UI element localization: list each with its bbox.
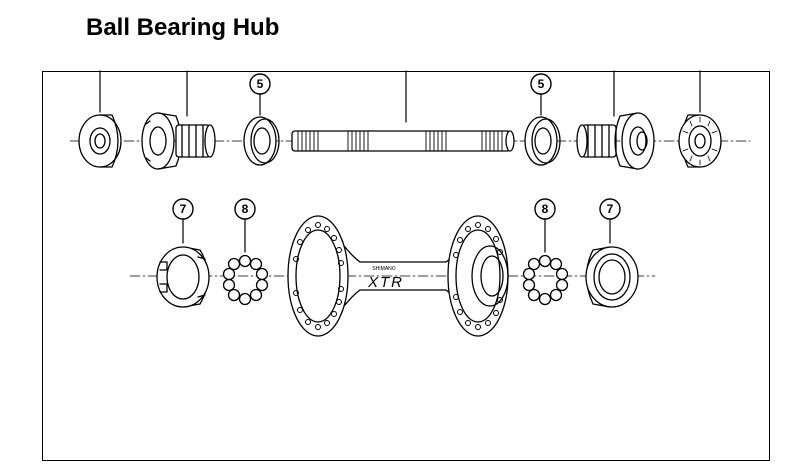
callout-7-left: 7 xyxy=(180,202,187,216)
diagram-title: Ball Bearing Hub xyxy=(86,14,280,41)
left-ball-retainer-cup xyxy=(156,246,210,308)
right-seal-washer xyxy=(524,116,561,166)
right-ball-retainer-cup xyxy=(585,246,639,308)
hub-brand-marking: SHIMANO XTR xyxy=(367,266,404,291)
brand-large-text: XTR xyxy=(367,274,404,291)
callout-5-left: 5 xyxy=(257,77,264,91)
brand-small-text: SHIMANO xyxy=(372,266,395,272)
callout-circles xyxy=(172,73,621,220)
left-lock-nut xyxy=(78,114,122,168)
right-flange-spoke-holes xyxy=(453,222,503,330)
right-lock-nut xyxy=(678,114,722,168)
right-ball-bearings xyxy=(522,254,569,306)
callout-labels: 5 5 7 8 8 7 xyxy=(180,77,614,216)
hub-shell xyxy=(287,215,509,337)
left-ball-bearings xyxy=(222,254,269,306)
right-cone-assembly xyxy=(576,112,655,170)
callout-8-left: 8 xyxy=(242,202,249,216)
left-flange-spoke-holes xyxy=(293,222,344,330)
leader-lines xyxy=(99,70,701,253)
callout-5-right: 5 xyxy=(538,77,545,91)
left-cone-assembly xyxy=(141,112,216,170)
callout-8-right: 8 xyxy=(542,202,549,216)
callout-7-right: 7 xyxy=(607,202,614,216)
left-seal-washer xyxy=(243,116,280,166)
hub-axle xyxy=(291,130,515,152)
